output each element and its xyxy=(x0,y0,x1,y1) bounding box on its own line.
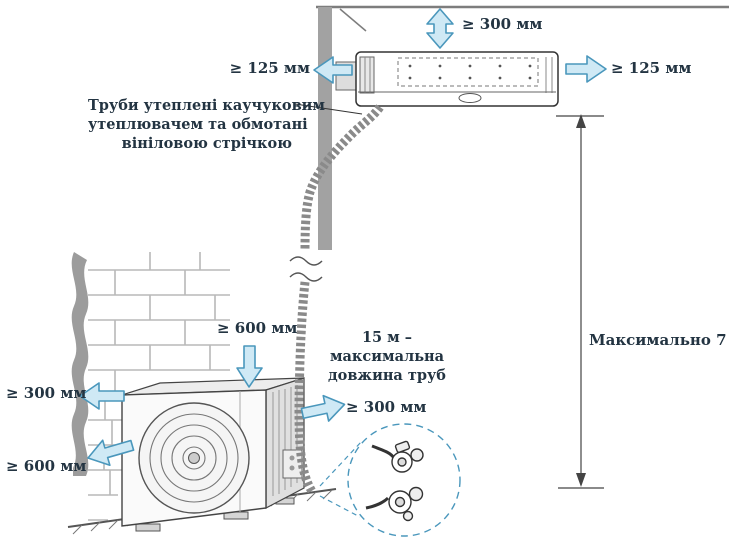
outdoor-bottom-clearance-label: ≥ 600 мм xyxy=(6,457,87,475)
indoor-right-clearance-arrow xyxy=(565,55,607,83)
pipe-break-mark xyxy=(289,272,323,282)
pipe-note-line3: вініловою стрічкою xyxy=(121,135,292,152)
max-height-label: Максимально 7 м xyxy=(589,331,729,349)
outdoor-right-clearance-label: ≥ 300 мм xyxy=(346,398,427,416)
indoor-unit xyxy=(335,51,559,107)
indoor-right-clearance-label: ≥ 125 мм xyxy=(611,59,692,77)
valve-cover xyxy=(282,449,303,479)
outdoor-left-clearance-arrow xyxy=(79,382,125,410)
outdoor-top-clearance-label: ≥ 600 мм xyxy=(217,319,298,337)
clearance-arrows xyxy=(79,8,607,467)
indoor-left-clearance-label: ≥ 125 мм xyxy=(229,59,310,77)
valve-assembly xyxy=(365,440,424,522)
pipe-insulation-note-text: Труби утеплені каучуковим утеплювачем та… xyxy=(88,96,326,153)
outdoor-left-clearance-label: ≥ 300 мм xyxy=(6,384,87,402)
valve-detail-callout xyxy=(319,423,461,537)
indoor-left-clearance-arrow xyxy=(313,56,353,84)
pipe-break-mark xyxy=(289,256,323,266)
fan-grille xyxy=(138,402,250,514)
outdoor-bottom-clearance-arrow xyxy=(87,439,135,467)
note-leader-line xyxy=(294,103,363,115)
outdoor-top-clearance-arrow xyxy=(236,345,263,388)
ceiling-and-wall xyxy=(316,5,729,250)
pipe-length-line1: 15 м – максимальна xyxy=(329,329,445,365)
detail-circle xyxy=(347,423,461,537)
refrigerant-pipe xyxy=(289,103,384,496)
height-dimension-line xyxy=(556,114,604,489)
pipe-note-line2: утеплювачем та обмотані xyxy=(88,116,308,133)
pipe-note-line1: Труби утеплені каучуковим xyxy=(88,97,326,114)
outdoor-unit xyxy=(121,377,305,532)
outdoor-right-clearance-arrow xyxy=(300,394,346,422)
indoor-top-clearance-label: ≥ 300 мм xyxy=(462,15,543,33)
indoor-top-clearance-arrow xyxy=(426,8,454,49)
pipe-length-line2: довжина труб xyxy=(328,367,446,384)
pipe-length-note: 15 м – максимальна довжина труб xyxy=(308,328,466,385)
